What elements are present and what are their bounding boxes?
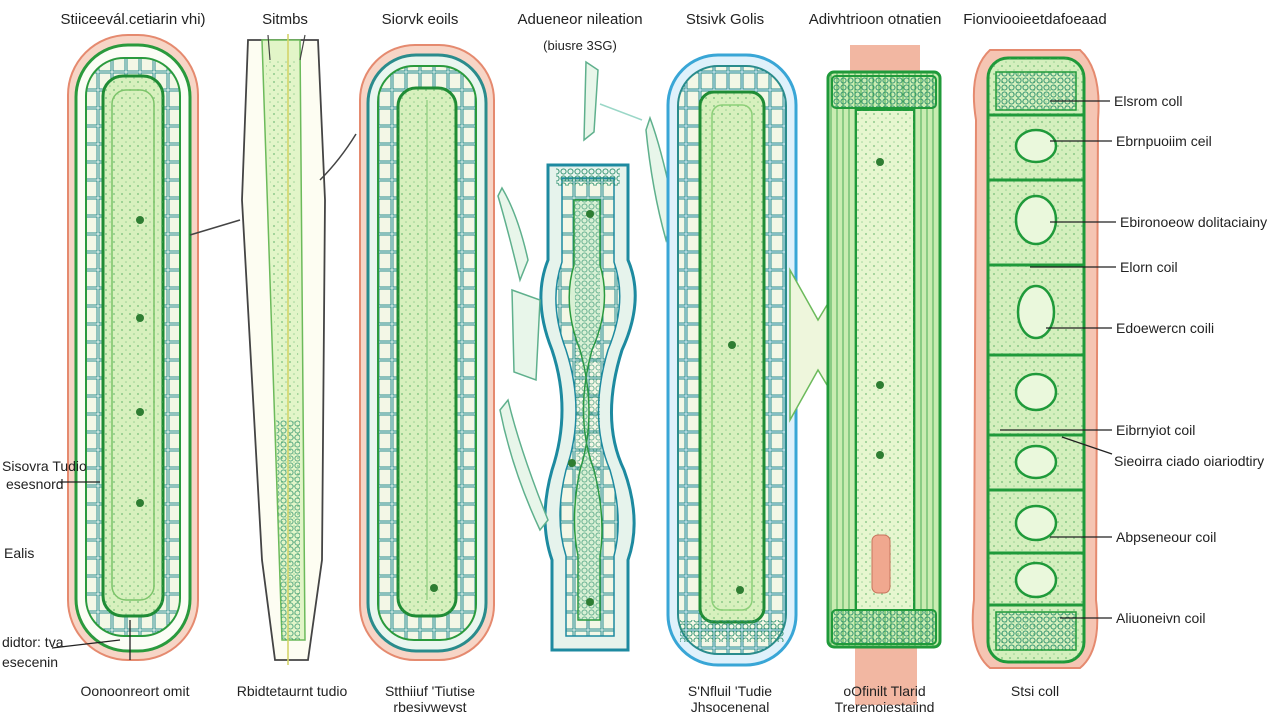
caption-cell-3-line-2: rbesivwevst — [393, 699, 467, 715]
tapered-cell-2 — [241, 34, 357, 665]
caption-cell-5-line-2: Jhsocenenal — [690, 699, 770, 715]
caption-cell-6: oOfinilt Tlarid Trerenoiestaiind — [812, 683, 957, 715]
right-label-9: Aliuoneivn coil — [1116, 610, 1206, 626]
right-label-1: Elsrom coll — [1114, 93, 1183, 109]
left-label-1b: esesnord — [6, 476, 64, 492]
caption-cell-5-line-1: S'Nfluil 'Tudie — [687, 683, 773, 699]
left-leader-lines — [51, 481, 131, 660]
right-label-4: Elorn coil — [1120, 259, 1178, 275]
right-label-6: Eibrnyiot coil — [1116, 422, 1196, 438]
left-label-1a: Sisovra Tudio — [2, 458, 87, 474]
wavy-companion-cell-4 — [497, 60, 675, 652]
caption-cell-6-line-2: Trerenoiestaiind — [834, 699, 935, 715]
right-label-7: Sieoirra ciado oiariodtiry — [1114, 453, 1265, 469]
caption-cell-3: Stthiiuf 'Tiutise rbesivwevst — [360, 683, 500, 715]
sieve-tube-cell-3 — [359, 44, 495, 661]
segmented-cell-chain-7 — [971, 49, 1100, 669]
caption-cell-7: Stsi coll — [1010, 683, 1060, 699]
title-cell-7: Fionviooieetdafoeaad — [963, 11, 1107, 28]
title-cell-2: Sitmbs — [262, 11, 308, 28]
right-label-3: Ebironoeow dolitaciainy — [1120, 214, 1268, 230]
caption-cell-5: S'Nfluil 'Tudie Jhsocenenal — [660, 683, 800, 715]
left-label-3a: didtor: tva — [2, 634, 64, 650]
title-cell-6: Adivhtrioon otnatien — [808, 11, 942, 28]
left-label-3b: esecenin — [2, 654, 59, 670]
title-cell-1: Stiiceevál.cetiarin vhi) — [60, 11, 206, 28]
right-label-5: Edoewercn coili — [1116, 320, 1215, 336]
title-cell-4-subtitle: (biusre 3SG) — [543, 38, 617, 53]
title-cell-5: Stsivk Golis — [685, 11, 765, 28]
sieve-tube-cell-5 — [666, 53, 849, 667]
caption-cell-6-line-1: oOfinilt Tlarid — [843, 683, 926, 699]
right-label-2: Ebrnpuoiim ceil — [1116, 133, 1212, 149]
right-label-8: Abpseneour coil — [1116, 529, 1217, 545]
striped-tube-cell-6 — [826, 45, 942, 705]
right-leader-lines — [1000, 100, 1116, 619]
caption-cell-2: Rbidtetaurnt tudio — [236, 683, 348, 699]
tube-cell-1 — [67, 34, 241, 661]
title-cell-3: Siorvk eoils — [381, 11, 459, 28]
caption-cell-3-line-1: Stthiiuf 'Tiutise — [384, 683, 476, 699]
title-cell-4: Adueneor nileation — [517, 11, 643, 28]
caption-cell-1: Oonoonreort omit — [80, 683, 190, 699]
left-label-2: Ealis — [4, 545, 35, 561]
